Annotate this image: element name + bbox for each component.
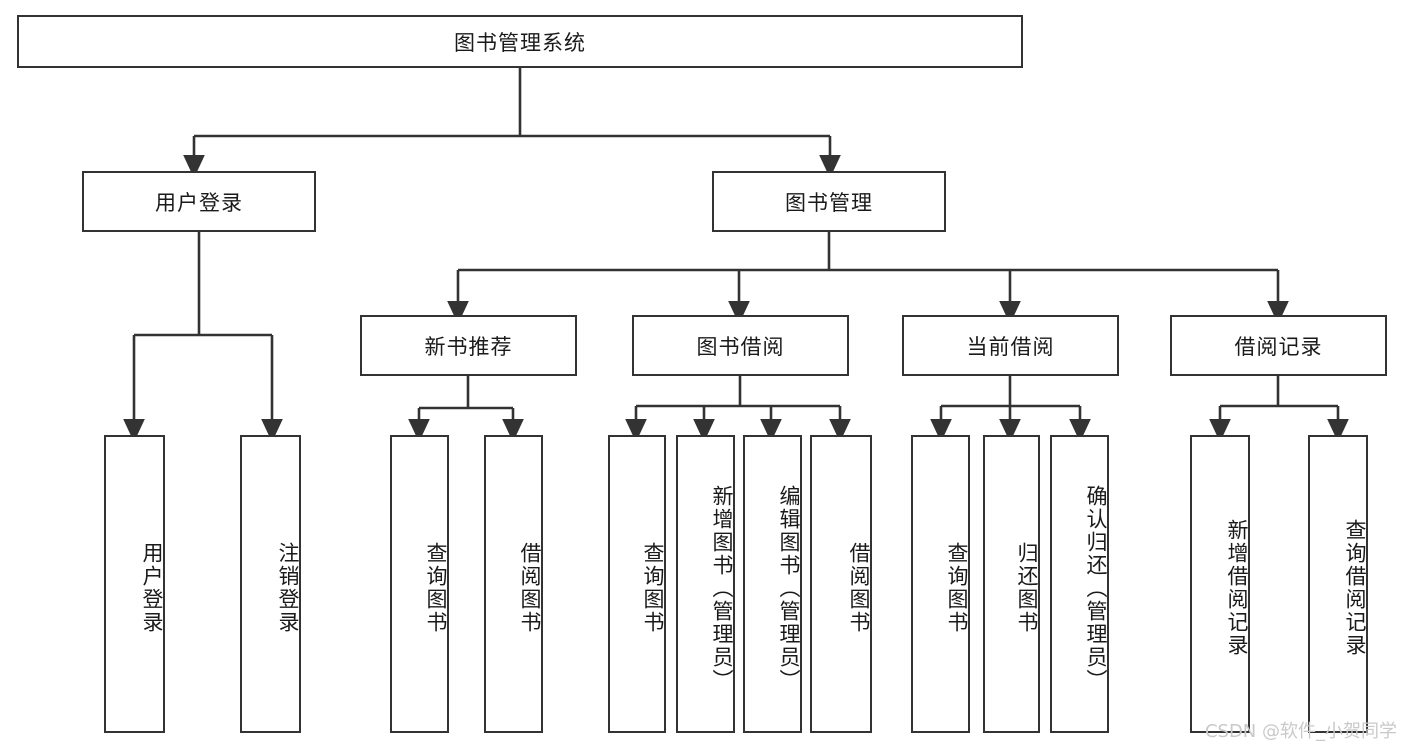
node-label: 新增图书（管理员） (710, 484, 734, 692)
node-leaf-query-book-current[interactable]: 查询图书 (911, 435, 970, 733)
node-leaf-query-book-borrow[interactable]: 查询图书 (608, 435, 666, 733)
node-label: 归还图书 (1015, 542, 1039, 634)
node-label: 注销登录 (276, 542, 300, 634)
node-label: 图书管理系统 (454, 30, 586, 55)
node-label: 查询借阅记录 (1343, 519, 1367, 657)
node-label: 新书推荐 (424, 334, 513, 359)
node-label: 借阅图书 (847, 542, 871, 634)
node-label: 查询图书 (424, 542, 448, 634)
node-label: 用户登录 (140, 542, 164, 634)
node-leaf-return-book[interactable]: 归还图书 (983, 435, 1040, 733)
node-leaf-logout[interactable]: 注销登录 (240, 435, 301, 733)
node-root[interactable]: 图书管理系统 (17, 15, 1023, 68)
node-level3-borrow-record[interactable]: 借阅记录 (1170, 315, 1387, 376)
node-label: 用户登录 (155, 190, 243, 215)
node-leaf-user-login[interactable]: 用户登录 (104, 435, 165, 733)
node-label: 借阅图书 (518, 542, 542, 634)
csdn-watermark: CSDN @软件_小贺同学 (1204, 721, 1397, 742)
node-leaf-add-book-admin[interactable]: 新增图书（管理员） (676, 435, 735, 733)
node-label: 编辑图书（管理员） (777, 484, 801, 692)
node-leaf-borrow-book-new[interactable]: 借阅图书 (484, 435, 543, 733)
node-leaf-query-book-new[interactable]: 查询图书 (390, 435, 449, 733)
node-label: 查询图书 (945, 542, 969, 634)
node-label: 图书借阅 (696, 334, 785, 359)
node-level3-new-book-recommend[interactable]: 新书推荐 (360, 315, 577, 376)
node-label: 确认归还（管理员） (1084, 484, 1108, 692)
node-label: 图书管理 (785, 190, 873, 215)
node-level3-book-borrow[interactable]: 图书借阅 (632, 315, 849, 376)
node-leaf-add-borrow-record[interactable]: 新增借阅记录 (1190, 435, 1250, 733)
node-leaf-confirm-return-admin[interactable]: 确认归还（管理员） (1050, 435, 1109, 733)
node-leaf-borrow-book[interactable]: 借阅图书 (810, 435, 872, 733)
node-label: 查询图书 (641, 542, 665, 634)
node-level2-book-management[interactable]: 图书管理 (712, 171, 946, 232)
node-label: 借阅记录 (1234, 334, 1323, 359)
node-level2-user-login[interactable]: 用户登录 (82, 171, 316, 232)
node-leaf-query-borrow-record[interactable]: 查询借阅记录 (1308, 435, 1368, 733)
node-label: 当前借阅 (966, 334, 1055, 359)
node-leaf-edit-book-admin[interactable]: 编辑图书（管理员） (743, 435, 802, 733)
node-level3-current-borrow[interactable]: 当前借阅 (902, 315, 1119, 376)
node-label: 新增借阅记录 (1225, 519, 1249, 657)
